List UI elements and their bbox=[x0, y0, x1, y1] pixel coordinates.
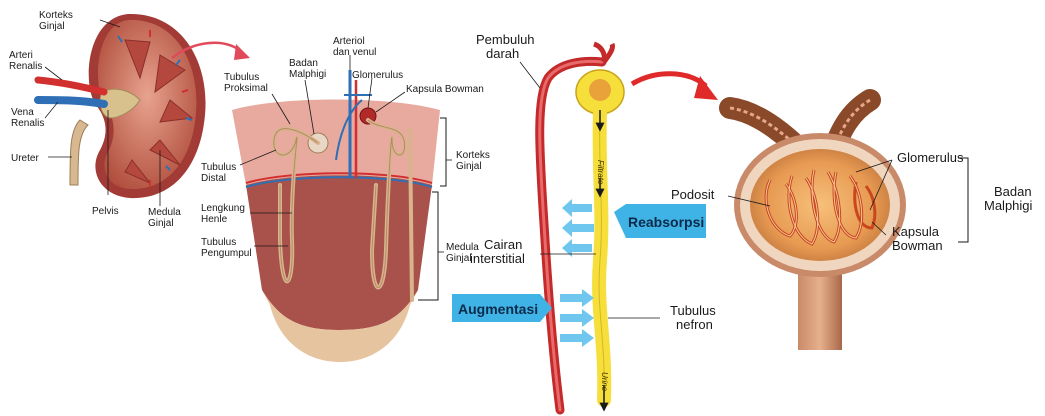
label-badan-malphigi-section: Badan Malphigi bbox=[289, 58, 326, 80]
label-korteks-ginjal-kidney: Korteks Ginjal bbox=[39, 10, 76, 32]
flow-label-urine: Urine bbox=[600, 372, 609, 392]
zoom-arrow-malphigi bbox=[632, 74, 706, 86]
label-tubulus-pengumpul: Tubulus Pengumpul bbox=[201, 237, 252, 259]
label-kapsula-bowman-section: Kapsula Bowman bbox=[406, 84, 484, 95]
kidney-illustration bbox=[38, 14, 206, 198]
bracket-korteks bbox=[440, 118, 446, 186]
label-tubulus-nefron: Tubulus nefron bbox=[670, 303, 719, 332]
flow-label-filtrate: Filtrate bbox=[596, 160, 605, 185]
reabsorpsi-callout: Reabsorpsi bbox=[614, 204, 706, 238]
label-glomerulus-section: Glomerulus bbox=[352, 70, 403, 81]
bracket-badan-malphigi bbox=[958, 158, 968, 242]
label-tubulus-proksimal: Tubulus Proksimal bbox=[224, 72, 268, 94]
label-vena-renalis: Vena Renalis bbox=[11, 107, 44, 129]
reabsorption-arrows bbox=[562, 199, 594, 257]
label-ureter: Ureter bbox=[11, 153, 39, 164]
label-korteks-ginjal-section: Korteks Ginjal bbox=[456, 150, 493, 172]
label-glomerulus-malphigi: Glomerulus bbox=[897, 150, 964, 165]
renal-vein bbox=[38, 100, 104, 104]
callout-reabsorpsi: Reabsorpsi bbox=[628, 214, 704, 230]
label-kapsula-bowman-malphigi: Kapsula Bowman bbox=[892, 224, 943, 253]
label-medula-ginjal-kidney: Medula Ginjal bbox=[148, 207, 184, 229]
renal-section bbox=[232, 70, 446, 362]
callout-augmentasi: Augmentasi bbox=[458, 301, 538, 317]
label-arteri-renalis: Arteri Renalis bbox=[9, 50, 42, 72]
malphigi-tubule bbox=[798, 270, 842, 350]
glomerulus-tuft bbox=[750, 149, 890, 261]
augmentasi-callout: Augmentasi bbox=[452, 294, 552, 322]
label-podosit: Podosit bbox=[671, 187, 715, 202]
label-lengkung-henle: Lengkung Henle bbox=[201, 203, 248, 225]
label-pelvis: Pelvis bbox=[92, 206, 119, 217]
label-pembuluh-darah: Pembuluh darah bbox=[476, 32, 538, 61]
tubule-panel: Filtrate Urine Reabsorpsi Augmentasi bbox=[452, 44, 706, 410]
label-arteriol-venul: Arteriol dan venul bbox=[333, 36, 376, 58]
label-tubulus-distal: Tubulus Distal bbox=[201, 162, 239, 184]
ureter bbox=[70, 120, 88, 185]
label-badan-malphigi: Badan Malphigi bbox=[984, 184, 1035, 213]
augmentation-arrows bbox=[560, 289, 594, 347]
